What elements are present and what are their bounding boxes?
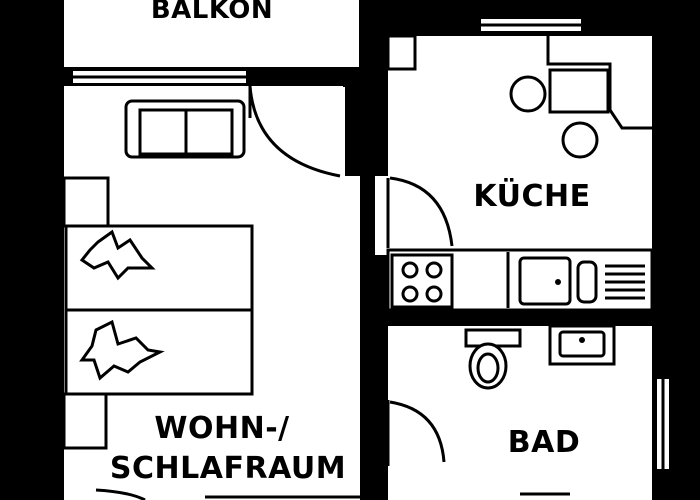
kitchen-room: KÜCHE [375, 17, 654, 312]
balcony-room: BALKON [64, 0, 359, 67]
sofa-icon [124, 99, 246, 159]
bathroom-sink-icon [548, 324, 616, 366]
living-label-line1: WOHN-/ [154, 411, 289, 446]
bed-icon [64, 224, 254, 396]
balcony-floor [64, 0, 359, 67]
kitchen-sink-icon [518, 256, 645, 306]
kitchen-counter [386, 248, 654, 312]
stove-icon [390, 253, 454, 309]
bathroom-window [655, 377, 671, 471]
door-arc [95, 488, 146, 500]
bathroom-floor [388, 326, 652, 500]
balcony-door [248, 85, 341, 178]
kitchen-door [386, 176, 454, 248]
kitchen-cabinet [386, 34, 417, 71]
bathroom-label: BAD [508, 425, 581, 460]
wardrobe-niche [62, 176, 110, 228]
balcony-window [71, 69, 248, 85]
kitchen-label: KÜCHE [473, 177, 590, 214]
cabinet [62, 392, 108, 450]
dining-table-icon [509, 68, 610, 159]
bathroom-room: BAD [386, 324, 671, 500]
living-room: WOHN-/ SCHLAFRAUM [62, 67, 360, 500]
balcony-label: BALKON [151, 0, 273, 25]
living-label-line2: SCHLAFRAUM [110, 451, 346, 486]
toilet-icon [464, 328, 522, 390]
kitchen-window [479, 17, 583, 33]
kitchen-counter-edge [546, 36, 652, 130]
wall-column [343, 67, 360, 87]
bathroom-door [386, 400, 446, 466]
